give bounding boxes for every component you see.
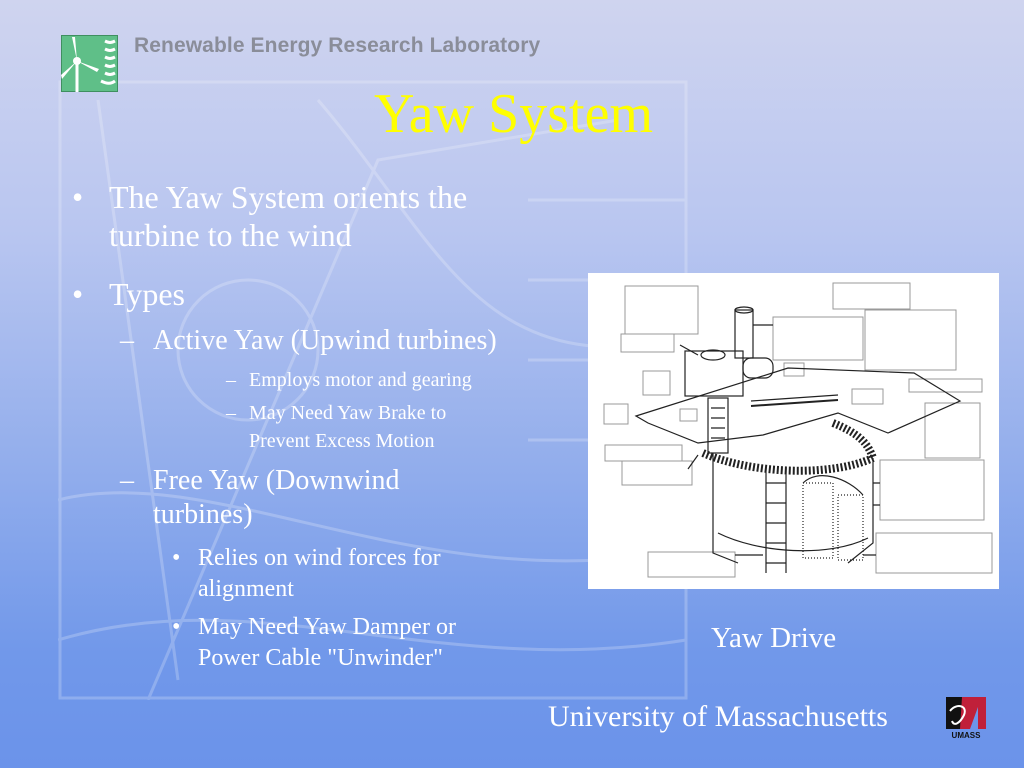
bullet-item: – Active Yaw (Upwind turbines) <box>120 324 497 358</box>
bullet-text: Power Cable "Unwinder" <box>198 645 443 671</box>
bullet-text: turbines) <box>153 499 253 530</box>
bullet-text: Active Yaw (Upwind turbines) <box>153 325 497 356</box>
bullet-marker: – <box>120 465 134 496</box>
yaw-drive-diagram-icon <box>603 282 993 578</box>
bullet-text: The Yaw System orients the <box>109 179 468 215</box>
bullet-marker: • <box>72 276 84 312</box>
bullet-marker: • <box>172 545 181 571</box>
bullet-item: – Employs motor and gearing <box>226 366 472 394</box>
bullet-text: May Need Yaw Damper or <box>198 614 456 640</box>
bullet-item: – Free Yaw (Downwind turbines) <box>120 464 400 532</box>
bullet-item: • May Need Yaw Damper or Power Cable "Un… <box>172 612 456 674</box>
wind-turbine-logo-icon <box>61 35 118 92</box>
bullet-marker: • <box>72 179 84 215</box>
bullet-item: – May Need Yaw Brake to Prevent Excess M… <box>226 399 446 455</box>
bullet-text: turbine to the wind <box>109 217 352 253</box>
umass-logo-icon: UMASS <box>946 697 986 739</box>
yaw-drive-figure <box>588 273 999 589</box>
bullet-text: alignment <box>198 576 294 602</box>
bullet-item: • Relies on wind forces for alignment <box>172 543 441 605</box>
bullet-marker: – <box>226 402 236 424</box>
bullet-item: • Types <box>72 275 185 313</box>
bullet-item: • The Yaw System orients the turbine to … <box>72 178 467 254</box>
bullet-text: Types <box>109 276 185 312</box>
umass-logo-text: UMASS <box>952 731 982 739</box>
bullet-marker: – <box>120 325 134 356</box>
lab-name: Renewable Energy Research Laboratory <box>134 34 541 57</box>
bullet-marker: – <box>226 369 236 391</box>
bullet-text: Prevent Excess Motion <box>249 430 435 452</box>
slide-title: Yaw System <box>373 83 654 145</box>
bullet-text: Relies on wind forces for <box>198 545 441 571</box>
figure-caption: Yaw Drive <box>711 622 837 654</box>
bullet-text: Free Yaw (Downwind <box>153 465 400 496</box>
bullet-marker: • <box>172 614 181 640</box>
institution-name: University of Massachusetts <box>548 700 888 733</box>
bullet-text: Employs motor and gearing <box>249 369 472 391</box>
bullet-text: May Need Yaw Brake to <box>249 402 447 424</box>
